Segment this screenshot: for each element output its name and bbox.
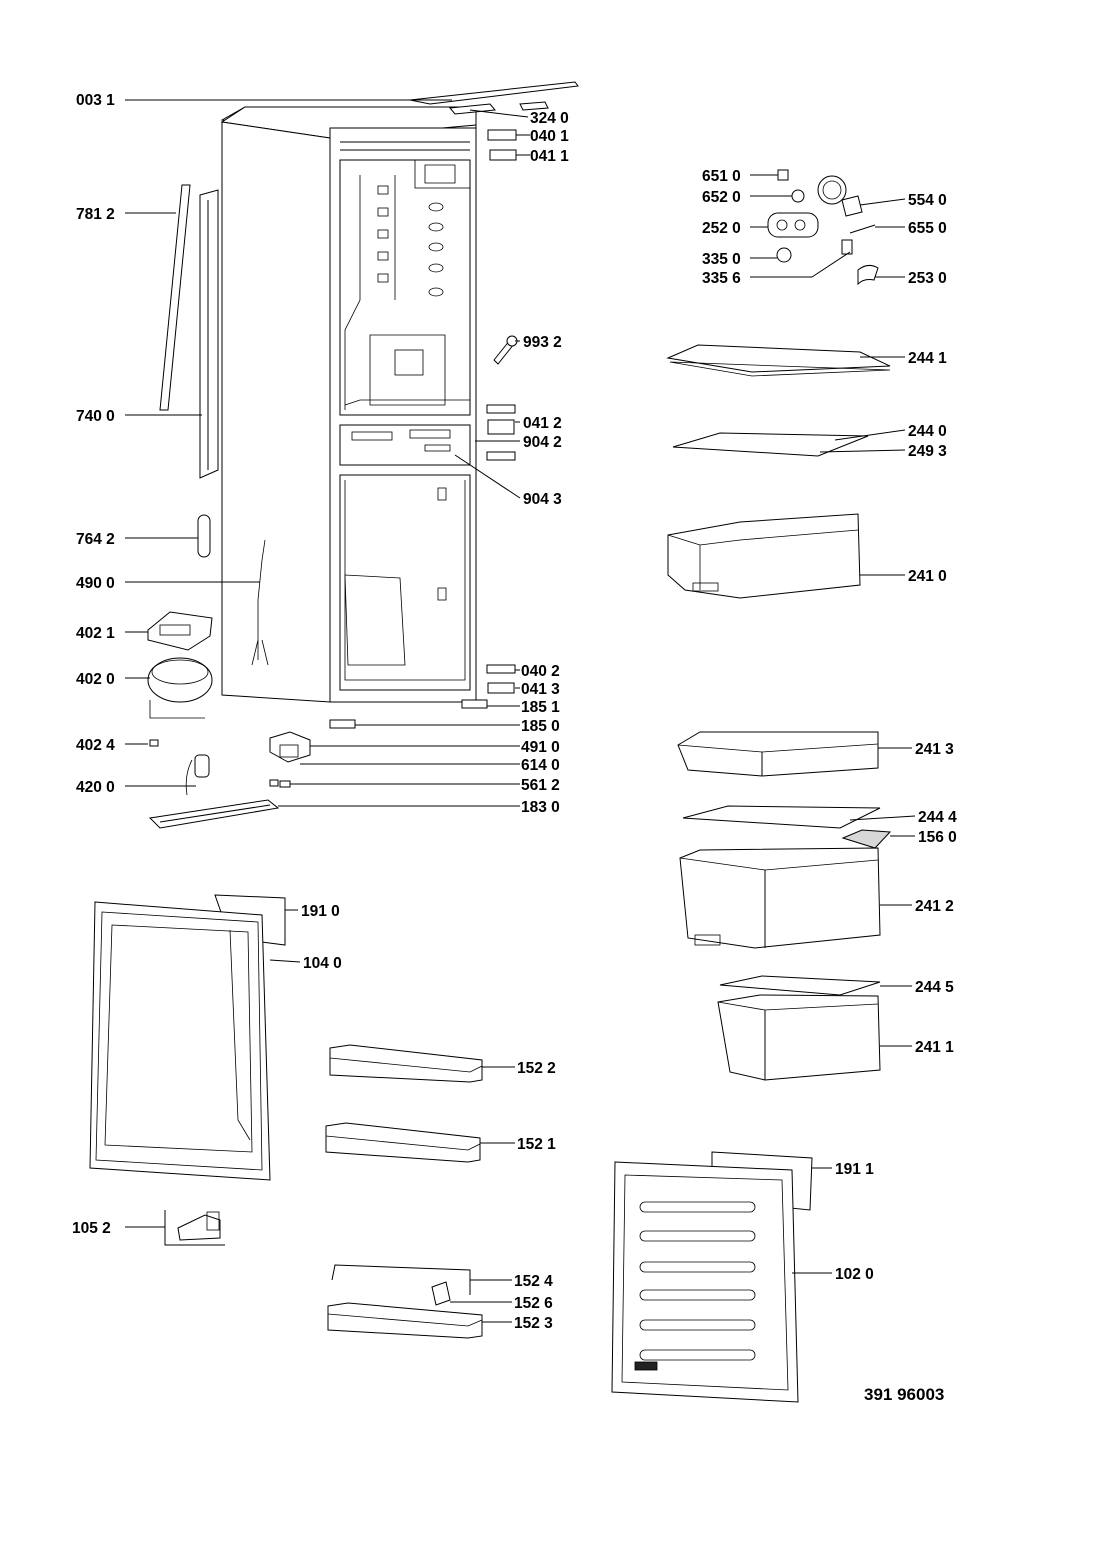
label-490-0: 490 0	[76, 575, 115, 592]
label-152-2: 152 2	[517, 1060, 556, 1077]
label-241-3: 241 3	[915, 741, 954, 758]
label-104-0: 104 0	[303, 955, 342, 972]
label-152-3: 152 3	[514, 1315, 553, 1332]
fan-thermostat-parts	[767, 169, 879, 286]
label-740-0: 740 0	[76, 408, 115, 425]
label-152-4: 152 4	[514, 1273, 553, 1290]
label-241-2: 241 2	[915, 898, 954, 915]
leader-lines	[125, 99, 916, 1323]
label-156-0: 156 0	[918, 829, 957, 846]
label-105-2: 105 2	[72, 1220, 111, 1237]
label-241-0: 241 0	[908, 568, 947, 585]
label-241-1: 241 1	[915, 1039, 954, 1056]
diagram-code: 391 96003	[864, 1385, 944, 1404]
label-244-5: 244 5	[915, 979, 954, 996]
label-041-3: 041 3	[521, 681, 560, 698]
label-244-1: 244 1	[908, 350, 947, 367]
label-993-2: 993 2	[523, 334, 562, 351]
label-651-0: 651 0	[702, 168, 741, 185]
label-185-1: 185 1	[521, 699, 560, 716]
label-764-2: 764 2	[76, 531, 115, 548]
label-244-0: 244 0	[908, 423, 947, 440]
label-904-3: 904 3	[523, 491, 562, 508]
label-003-1: 003 1	[76, 92, 115, 109]
label-191-0: 191 0	[301, 903, 340, 920]
label-183-0: 183 0	[521, 799, 560, 816]
label-252-0: 252 0	[702, 220, 741, 237]
door-balconies	[325, 1044, 483, 1339]
label-191-1: 191 1	[835, 1161, 874, 1178]
label-652-0: 652 0	[702, 189, 741, 206]
label-335-6: 335 6	[702, 270, 741, 287]
label-253-0: 253 0	[908, 270, 947, 287]
label-244-4: 244 4	[918, 809, 957, 826]
label-041-1: 041 1	[530, 148, 569, 165]
fridge-cabinet	[220, 106, 477, 703]
shelves-drawers	[666, 344, 892, 1081]
label-324-0: 324 0	[530, 110, 569, 127]
bracket-part	[164, 1210, 225, 1246]
left-side-parts	[147, 184, 280, 829]
label-491-0: 491 0	[521, 739, 560, 756]
label-781-2: 781 2	[76, 206, 115, 223]
freezer-door	[611, 1151, 813, 1403]
label-152-1: 152 1	[517, 1136, 556, 1153]
label-402-0: 402 0	[76, 671, 115, 688]
label-152-6: 152 6	[514, 1295, 553, 1312]
label-904-2: 904 2	[523, 434, 562, 451]
label-041-2: 041 2	[523, 415, 562, 432]
label-420-0: 420 0	[76, 779, 115, 796]
label-249-3: 249 3	[908, 443, 947, 460]
label-335-0: 335 0	[702, 251, 741, 268]
label-040-1: 040 1	[530, 128, 569, 145]
label-614-0: 614 0	[521, 757, 560, 774]
label-655-0: 655 0	[908, 220, 947, 237]
part-labels: 003 1 324 0 040 1 041 1 781 2 651 0 652 …	[72, 92, 957, 1404]
label-040-2: 040 2	[521, 663, 560, 680]
fridge-door	[89, 894, 286, 1181]
label-554-0: 554 0	[908, 192, 947, 209]
label-102-0: 102 0	[835, 1266, 874, 1283]
label-561-2: 561 2	[521, 777, 560, 794]
label-402-1: 402 1	[76, 625, 115, 642]
label-402-4: 402 4	[76, 737, 115, 754]
label-185-0: 185 0	[521, 718, 560, 735]
